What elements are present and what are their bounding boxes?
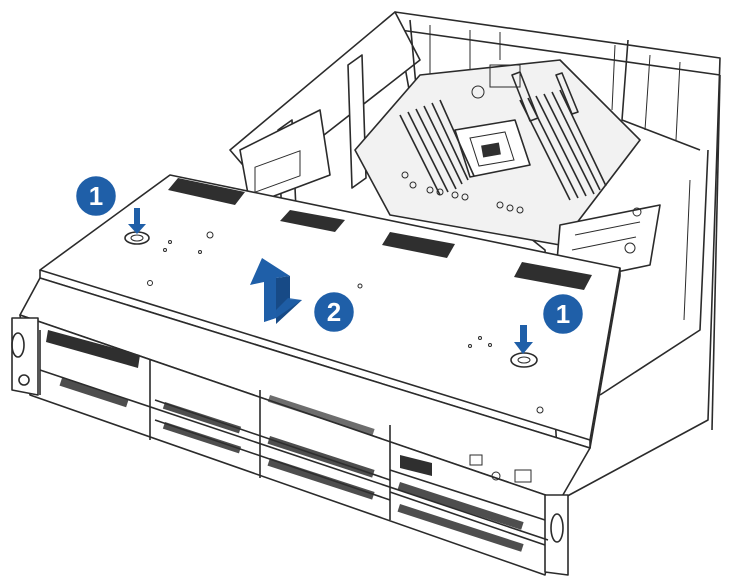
drive-bay-grilles xyxy=(59,378,524,552)
thumbscrew-right xyxy=(510,352,538,368)
rack-ear-right xyxy=(544,494,569,576)
motherboard xyxy=(354,59,641,246)
callout-label: 2 xyxy=(327,297,341,327)
callout-2: 2 xyxy=(311,289,357,335)
front-vent xyxy=(46,330,140,368)
callout-1-left: 1 xyxy=(73,173,119,219)
down-arrow-left xyxy=(128,208,146,234)
riser-cards xyxy=(239,54,367,219)
vent-grille xyxy=(280,210,345,232)
callout-1-right: 1 xyxy=(540,291,586,337)
rack-ear-left xyxy=(11,317,39,396)
callout-label: 1 xyxy=(556,299,570,329)
front-panel xyxy=(11,277,591,576)
vent-grille xyxy=(382,232,455,258)
vent-grille xyxy=(168,178,245,205)
lift-up-arrow xyxy=(250,258,302,324)
down-arrow-right xyxy=(514,325,533,354)
dimm-slots-left xyxy=(399,99,475,196)
vent-grille xyxy=(514,262,592,290)
callout-label: 1 xyxy=(89,181,103,211)
